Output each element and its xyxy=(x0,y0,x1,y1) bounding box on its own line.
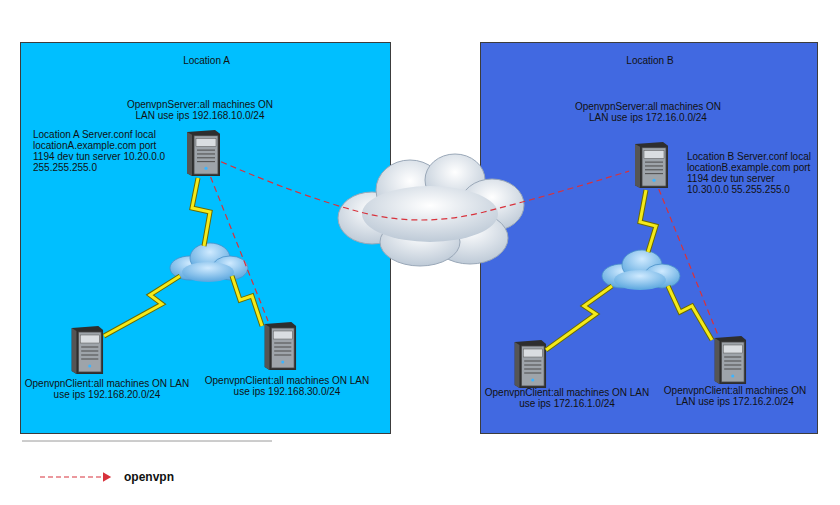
vpn-server: OpenvpnServer:all machines ON LAN use ip… xyxy=(629,141,669,189)
server-icon xyxy=(709,335,747,385)
lan-cloud xyxy=(170,243,248,282)
region-title: Location B xyxy=(481,55,819,66)
region-title: Location A xyxy=(21,55,392,66)
host-label: OpenvpnClient:all machines ON LAN use ip… xyxy=(21,378,193,400)
server-icon xyxy=(181,129,221,177)
legend-text: openvpn xyxy=(124,469,174,485)
vpn-client: OpenvpnClient:all machines ON LAN use ip… xyxy=(66,325,104,375)
host-label: OpenvpnServer:all machines ON LAN use ip… xyxy=(119,99,281,121)
text-holder: OpenvpnServer:all machines ON LAN use ip… xyxy=(567,101,729,123)
config-note: Location B Server.conf local locationB.e… xyxy=(687,151,815,195)
vpn-client: OpenvpnClient:all machines ON LAN use ip… xyxy=(509,339,547,389)
text-holder: Location A xyxy=(21,55,392,66)
legend: openvpn xyxy=(124,469,174,485)
legend-line-sample xyxy=(40,476,110,477)
config-note: Location A Server.conf local locationA.e… xyxy=(33,129,179,173)
server-icon xyxy=(629,141,669,189)
text-holder: OpenvpnServer:all machines ON LAN use ip… xyxy=(119,99,281,121)
lightning-link xyxy=(104,178,712,350)
text-holder: OpenvpnClient:all machines ON LAN use ip… xyxy=(483,387,651,409)
text-holder: OpenvpnClient:all machines ON LAN use ip… xyxy=(21,378,193,400)
location-region: Location B OpenvpnServer:all machines ON … xyxy=(480,42,818,434)
lan-cloud xyxy=(602,250,680,290)
internet-cloud xyxy=(338,154,524,266)
text-holder: OpenvpnClient:all machines ON LAN use ip… xyxy=(655,385,815,407)
vpn-client: OpenvpnClient:all machines ON LAN use ip… xyxy=(709,335,747,385)
host-label: OpenvpnClient:all machines ON LAN use ip… xyxy=(655,385,815,407)
location-region: Location A OpenvpnServer:all machines ON … xyxy=(20,42,391,434)
host-label: OpenvpnClient:all machines ON LAN use ip… xyxy=(197,375,377,397)
vpn-client: OpenvpnClient:all machines ON LAN use ip… xyxy=(259,321,297,371)
text-holder: Location A Server.conf local locationA.e… xyxy=(33,129,179,173)
openvpn-tunnel xyxy=(211,177,268,321)
server-icon xyxy=(66,325,104,375)
separator-line xyxy=(22,441,272,442)
legend-row: openvpn xyxy=(124,469,174,485)
text-holder: Location B Server.conf local locationB.e… xyxy=(687,151,815,195)
host-label: OpenvpnClient:all machines ON LAN use ip… xyxy=(483,387,651,409)
openvpn-tunnel xyxy=(221,162,629,220)
text-holder: OpenvpnClient:all machines ON LAN use ip… xyxy=(197,375,377,397)
host-label: OpenvpnServer:all machines ON LAN use ip… xyxy=(567,101,729,123)
text-holder: Location B xyxy=(481,55,819,66)
vpn-server: OpenvpnServer:all machines ON LAN use ip… xyxy=(181,129,221,177)
server-icon xyxy=(509,339,547,389)
server-icon xyxy=(259,321,297,371)
openvpn-tunnel xyxy=(659,189,718,335)
